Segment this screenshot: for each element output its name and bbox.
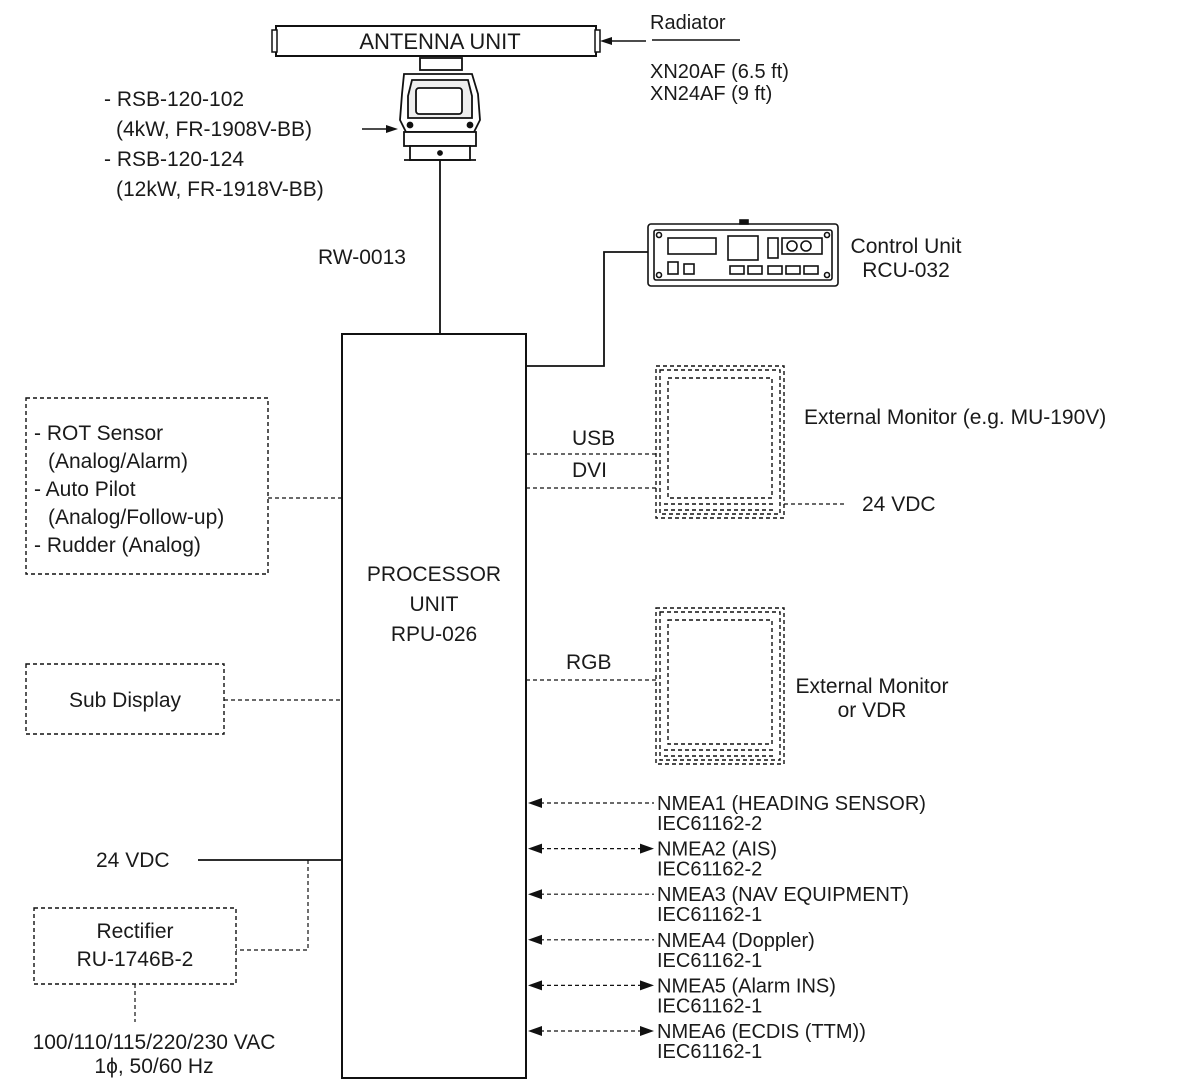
nmea-standard: IEC61162-1 bbox=[657, 995, 762, 1017]
pedestal-model-2-detail: (12kW, FR-1918V-BB) bbox=[116, 178, 324, 201]
arrow-out-icon bbox=[640, 1026, 654, 1036]
pedestal-model-1-detail: (4kW, FR-1908V-BB) bbox=[116, 118, 312, 141]
nmea-port: NMEA4 (Doppler)IEC61162-1 bbox=[528, 930, 815, 972]
sensor-line-4: (Analog/Follow-up) bbox=[48, 506, 224, 529]
control-unit-model: RCU-032 bbox=[862, 259, 950, 282]
arrow-in-icon bbox=[528, 934, 542, 945]
control-unit-cable bbox=[526, 251, 648, 367]
nmea-name: NMEA1 (HEADING SENSOR) bbox=[657, 793, 926, 815]
arrow-in-icon bbox=[528, 843, 542, 854]
dc-power-label: 24 VDC bbox=[96, 849, 170, 872]
nmea-standard: IEC61162-2 bbox=[657, 859, 762, 881]
rectifier-link bbox=[236, 860, 309, 951]
arrow-in-icon bbox=[528, 889, 542, 900]
arrow-in-icon bbox=[528, 980, 542, 991]
nmea-port: NMEA5 (Alarm INS)IEC61162-1 bbox=[528, 975, 836, 1017]
control-unit-name: Control Unit bbox=[851, 235, 962, 258]
external-monitor-2-icon bbox=[655, 607, 785, 765]
sensor-line-1: - ROT Sensor bbox=[34, 422, 163, 445]
nmea-port: NMEA1 (HEADING SENSOR)IEC61162-2 bbox=[528, 793, 926, 835]
pedestal-model-1: - RSB-120-102 bbox=[104, 88, 244, 111]
sensors-box bbox=[25, 397, 269, 575]
sensor-line-2: (Analog/Alarm) bbox=[48, 450, 188, 473]
processor-line-2: UNIT bbox=[410, 593, 459, 616]
nmea-standard: IEC61162-1 bbox=[657, 904, 762, 926]
rectifier-model: RU-1746B-2 bbox=[77, 948, 194, 971]
sensor-line-5: - Rudder (Analog) bbox=[34, 534, 201, 557]
radiator-model-2: XN24AF (9 ft) bbox=[650, 83, 772, 105]
nmea-name: NMEA6 (ECDIS (TTM)) bbox=[657, 1021, 866, 1043]
usb-label: USB bbox=[572, 427, 615, 450]
arrow-out-icon bbox=[640, 843, 654, 854]
ac-phase: 1ϕ, 50/60 Hz bbox=[94, 1055, 213, 1078]
rectifier-name: Rectifier bbox=[96, 920, 173, 943]
pedestal-model-2: - RSB-120-124 bbox=[104, 148, 244, 171]
nmea-name: NMEA4 (Doppler) bbox=[657, 930, 815, 952]
rgb-label: RGB bbox=[566, 651, 612, 674]
external-monitor-1-icon bbox=[655, 365, 785, 519]
nmea-name: NMEA2 (AIS) bbox=[657, 839, 777, 861]
dvi-label: DVI bbox=[572, 459, 607, 482]
nmea-port: NMEA2 (AIS)IEC61162-2 bbox=[528, 839, 777, 881]
processor-line-1: PROCESSOR bbox=[367, 563, 501, 586]
monitor1-label: External Monitor (e.g. MU-190V) bbox=[804, 406, 1106, 429]
arrow-out-icon bbox=[640, 980, 654, 991]
nmea-standard: IEC61162-1 bbox=[657, 1041, 762, 1063]
antenna-unit: ANTENNA UNIT bbox=[271, 25, 740, 161]
nmea-name: NMEA5 (Alarm INS) bbox=[657, 975, 836, 997]
antenna-title: ANTENNA UNIT bbox=[359, 29, 520, 54]
sub-display-box bbox=[25, 663, 225, 735]
ac-voltage: 100/110/115/220/230 VAC bbox=[33, 1031, 276, 1054]
sub-display-label: Sub Display bbox=[69, 689, 182, 712]
monitor2-line-2: or VDR bbox=[838, 699, 907, 722]
control-unit-icon bbox=[647, 219, 839, 287]
sensor-line-3: - Auto Pilot bbox=[34, 478, 136, 501]
monitor1-power-label: 24 VDC bbox=[862, 493, 936, 516]
processor-box bbox=[341, 333, 527, 1079]
nmea-name: NMEA3 (NAV EQUIPMENT) bbox=[657, 884, 909, 906]
nmea-port: NMEA3 (NAV EQUIPMENT)IEC61162-1 bbox=[528, 884, 909, 926]
radiator-model-1: XN20AF (6.5 ft) bbox=[650, 61, 789, 83]
monitor2-line-1: External Monitor bbox=[796, 675, 949, 698]
arrow-in-icon bbox=[528, 798, 542, 808]
nmea-standard: IEC61162-2 bbox=[657, 813, 762, 835]
arrow-in-icon bbox=[528, 1026, 542, 1036]
cable-label: RW-0013 bbox=[318, 246, 406, 269]
radiator-label: Radiator bbox=[650, 12, 726, 34]
nmea-standard: IEC61162-1 bbox=[657, 950, 762, 972]
pedestal-icon bbox=[399, 57, 481, 161]
processor-line-3: RPU-026 bbox=[391, 623, 477, 646]
nmea-port: NMEA6 (ECDIS (TTM))IEC61162-1 bbox=[528, 1021, 866, 1063]
